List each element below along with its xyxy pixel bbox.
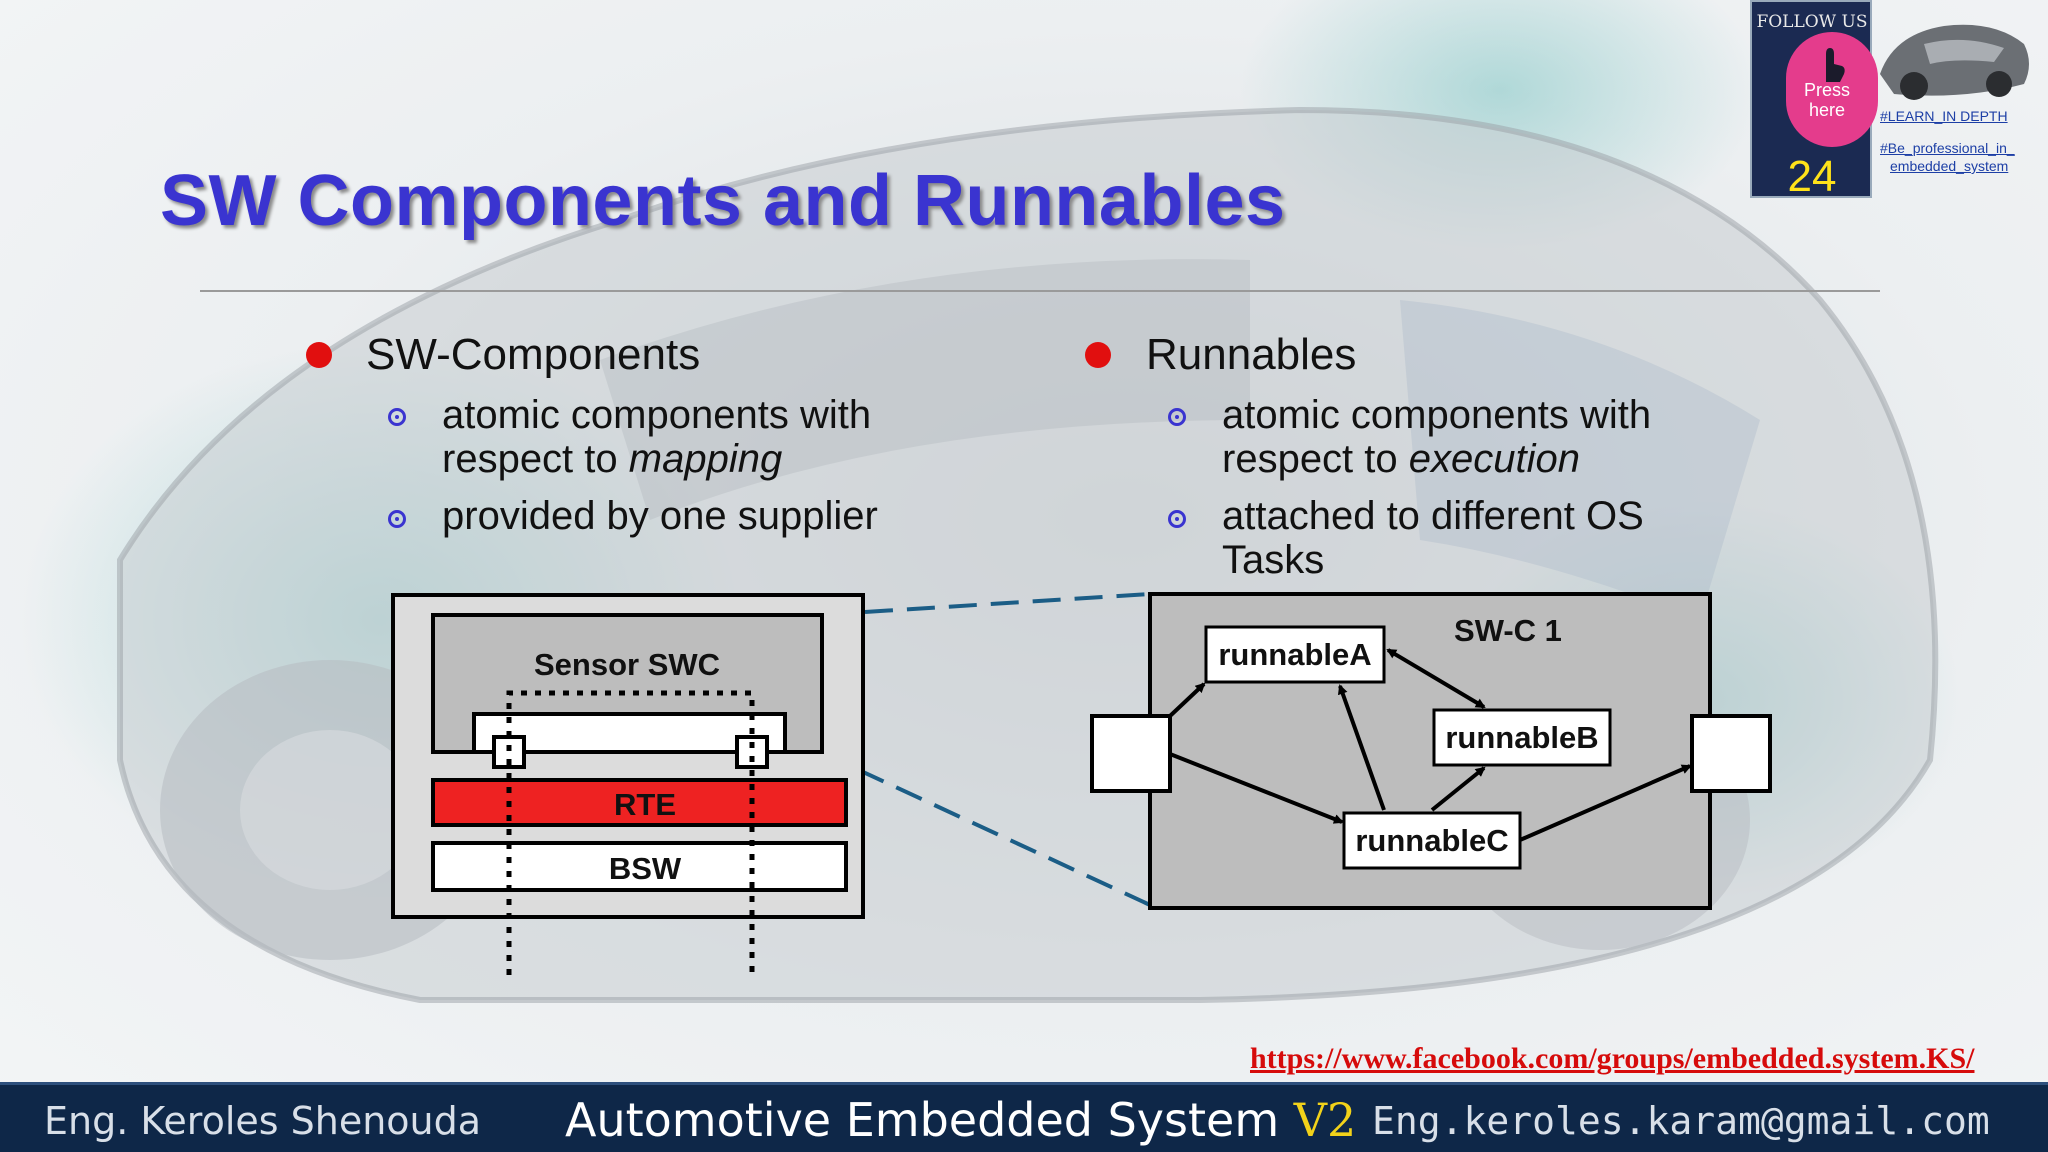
- footer-course: Automotive Embedded System V2: [565, 1093, 1356, 1147]
- sub-bullet-text: attached to different OS Tasks: [1222, 494, 1644, 582]
- input-port-square: [1090, 714, 1172, 793]
- sub-bullet-emphasis: mapping: [628, 437, 783, 481]
- swc1-label: SW-C 1: [1454, 613, 1562, 648]
- sub-bullet-line: atomic components with: [442, 393, 872, 437]
- title-divider: [200, 290, 1880, 292]
- facebook-link[interactable]: https://www.facebook.com/groups/embedded…: [1250, 1042, 1975, 1075]
- here-text: here: [1808, 100, 1846, 120]
- flow-arrow: [1430, 766, 1486, 812]
- zoom-connector-line: [864, 592, 1151, 614]
- press-here-label: Press here: [1782, 80, 1872, 120]
- tag-be-professional[interactable]: #Be_professional_in_: [1880, 140, 2015, 156]
- flow-arrow: [1386, 648, 1486, 709]
- footer-course-title: Automotive Embedded System: [565, 1093, 1280, 1147]
- bullet-heading-runnables: Runnables: [1146, 330, 1357, 379]
- car-thumbnail-image: [1880, 24, 2029, 100]
- bullet-dot-icon: [1085, 342, 1111, 368]
- runnable-b-label: runnableB: [1445, 720, 1598, 755]
- rte-box: [431, 778, 848, 827]
- runnable-c-box: [1342, 811, 1522, 870]
- slide-title: SW Components and Runnables: [160, 161, 1286, 241]
- sub-bullet-text: atomic components with respect to mappin…: [442, 393, 871, 481]
- sub-bullet-icon: [388, 408, 406, 426]
- sub-bullet-line: Tasks: [1222, 538, 1325, 582]
- follow-us-label: FOLLOW US: [1756, 12, 1868, 32]
- footer-bar: Eng. Keroles Shenouda Automotive Embedde…: [0, 1082, 2048, 1152]
- runnable-c-label: runnableC: [1355, 823, 1508, 858]
- footer-email: Eng.keroles.karam@gmail.com: [1372, 1099, 1990, 1143]
- sub-bullet-line: attached to different OS: [1222, 494, 1644, 538]
- sub-bullet-text: atomic components with respect to execut…: [1222, 393, 1651, 481]
- sensor-swc-label: Sensor SWC: [534, 647, 720, 682]
- sub-bullet-line: respect to mapping: [442, 437, 871, 481]
- pointing-hand-icon: [1826, 48, 1845, 82]
- bullet-dot-icon: [306, 342, 332, 368]
- port-square-icon: [735, 735, 769, 769]
- sub-bullet-icon: [1168, 510, 1186, 528]
- sub-bullet-icon: [1168, 408, 1186, 426]
- flow-arrow: [1168, 682, 1206, 718]
- page-number: 24: [1787, 152, 1837, 201]
- footer-author: Eng. Keroles Shenouda: [44, 1099, 482, 1143]
- flow-arrow: [1519, 764, 1692, 842]
- bullet-heading-sw-components: SW-Components: [366, 330, 701, 379]
- runnable-a-box: [1204, 625, 1386, 684]
- output-port-square: [1690, 714, 1772, 793]
- bsw-box: [431, 841, 848, 892]
- sub-bullet-text: provided by one supplier: [442, 494, 878, 538]
- sub-bullet-emphasis: execution: [1408, 437, 1580, 481]
- bsw-label: BSW: [609, 851, 682, 886]
- press-text: Press: [1803, 80, 1850, 100]
- follow-us-button[interactable]: FOLLOW US Press here 24: [1750, 0, 1878, 201]
- runnable-b-box: [1432, 708, 1612, 767]
- dotted-boundary-line: [506, 690, 755, 975]
- sub-bullet-icon: [388, 510, 406, 528]
- zoom-connector-line: [819, 750, 1151, 907]
- runnable-a-label: runnableA: [1218, 637, 1371, 672]
- rte-label: RTE: [614, 787, 676, 822]
- tag-embedded-system[interactable]: embedded_system: [1890, 158, 2009, 174]
- sub-bullet-line: atomic components with: [1222, 393, 1652, 437]
- sub-bullet-line: respect to execution: [1222, 437, 1651, 481]
- tag-learn-in-depth[interactable]: #LEARN_IN DEPTH: [1880, 108, 2008, 124]
- flow-arrow: [1337, 684, 1386, 811]
- flow-arrow: [1169, 752, 1344, 824]
- sub-bullet-prefix: respect to: [1222, 437, 1409, 481]
- footer-version: V2: [1293, 1093, 1357, 1147]
- sub-bullet-prefix: respect to: [442, 437, 629, 481]
